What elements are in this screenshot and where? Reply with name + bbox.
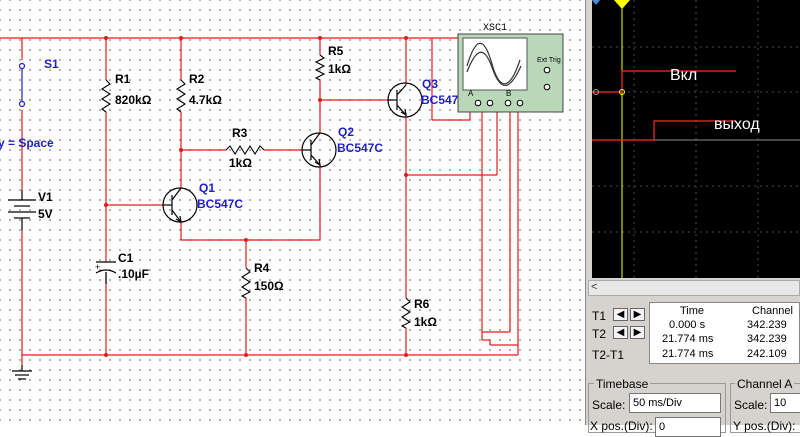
resistor-r1[interactable] [100, 79, 112, 113]
r6-name: R6 [414, 297, 430, 311]
r5-value: 1kΩ [328, 62, 351, 76]
v1-value: 5V [38, 207, 53, 221]
cursor-t2-marker[interactable] [614, 0, 630, 9]
timebase-scale-input[interactable]: 50 ms/Div [629, 393, 721, 413]
q1-model: BC547C [197, 197, 243, 211]
t2-left-arrow-icon[interactable]: ◀ [613, 326, 628, 339]
timebase-scale-label: Scale: [592, 398, 626, 412]
schematic-canvas[interactable]: S1 y = Space V1 5V R1 820kΩ R2 4.7kΩ R3 … [0, 0, 585, 425]
switch-s1[interactable] [18, 62, 26, 108]
cursor-intersection [619, 89, 625, 95]
scope-ext-trig: Ext Trig [537, 57, 561, 64]
col-time-header: Time [680, 305, 705, 317]
switch-key-label: y = Space [0, 136, 54, 150]
battery-v1[interactable] [8, 190, 36, 230]
r4-value: 150Ω [254, 279, 284, 293]
cursor-row-t2-label: T2 [592, 327, 607, 341]
timebase-xpos-label: X pos.(Div): [590, 419, 653, 433]
t1-right-arrow-icon[interactable]: ▶ [630, 308, 645, 321]
cursor-readout-table: Time Channel 0.000 s 342.239 21.774 ms 3… [649, 302, 800, 364]
diff-time: 21.774 ms [662, 348, 714, 360]
cursor-t1-marker[interactable] [592, 0, 600, 5]
r3-value: 1kΩ [229, 156, 252, 170]
channel-a-scale-input[interactable]: 10 [770, 393, 800, 413]
ground-marker-a [593, 89, 599, 95]
channel-a-title: Channel A [735, 377, 795, 391]
resistor-r4[interactable] [240, 267, 252, 299]
resistor-r6[interactable] [400, 297, 412, 329]
scope-channel-b: B [506, 89, 511, 98]
r2-name: R2 [189, 72, 205, 86]
switch-name: S1 [44, 57, 59, 71]
transistor-q1[interactable] [162, 187, 198, 224]
resistor-r5[interactable] [314, 54, 326, 81]
r6-value: 1kΩ [414, 315, 437, 329]
cursor-row-t1-label: T1 [592, 309, 607, 323]
resistor-r2[interactable] [175, 79, 187, 113]
c1-value: .10µF [118, 267, 149, 281]
scope-xsc1[interactable] [457, 33, 564, 113]
v1-name: V1 [38, 190, 53, 204]
timebase-title: Timebase [594, 377, 651, 391]
screen-scrollbar[interactable]: < [588, 280, 800, 296]
r5-name: R5 [328, 44, 344, 58]
r4-name: R4 [254, 261, 270, 275]
timebase-xpos-input[interactable]: 0 [655, 417, 721, 437]
cursor-row-diff-label: T2-T1 [592, 348, 625, 362]
junctions [104, 36, 408, 357]
schematic-svg: S1 y = Space V1 5V R1 820kΩ R2 4.7kΩ R3 … [0, 23, 564, 380]
capacitor-c1[interactable] [95, 261, 117, 284]
scroll-left-arrow-icon[interactable]: < [591, 281, 598, 293]
wires [0, 37, 519, 365]
q3-name: Q3 [422, 77, 438, 91]
ground-symbol [12, 365, 32, 380]
transistor-q2[interactable] [301, 132, 337, 168]
t1-channel: 342.239 [747, 319, 787, 331]
diff-channel: 242.109 [747, 348, 787, 360]
r1-name: R1 [115, 72, 131, 86]
channel-a-ypos-label: Y pos.(Div): [733, 419, 796, 433]
q2-model: BC547C [337, 141, 383, 155]
scope-channel-a: A [468, 89, 474, 98]
t1-time: 0.000 s [669, 319, 706, 331]
trace-channel-a [592, 70, 736, 93]
resistor-r3[interactable] [225, 144, 265, 156]
t1-left-arrow-icon[interactable]: ◀ [613, 308, 628, 321]
col-channel-header: Channel [752, 305, 793, 317]
q1-name: Q1 [199, 181, 215, 195]
transistor-q3[interactable] [387, 82, 423, 118]
t2-time: 21.774 ms [662, 333, 714, 345]
t2-right-arrow-icon[interactable]: ▶ [630, 326, 645, 339]
r3-name: R3 [232, 126, 248, 140]
scope-screen-svg: Вкл выход [592, 0, 800, 278]
trace-channel-b [592, 120, 736, 141]
q2-name: Q2 [338, 125, 354, 139]
r1-value: 820kΩ [115, 93, 152, 107]
screen-label-on: Вкл [670, 67, 697, 84]
q3-model: BC547 [421, 93, 459, 107]
c1-name: C1 [118, 251, 134, 265]
channel-a-scale-label: Scale: [734, 398, 768, 412]
scope-grid [592, 0, 800, 278]
r2-value: 4.7kΩ [189, 93, 222, 107]
screen-label-out: выход [714, 116, 760, 133]
scope-name: XSC1 [483, 23, 507, 34]
scope-screen: Вкл выход [592, 0, 800, 278]
t2-channel: 342.239 [747, 333, 787, 345]
c1-polarity: + [95, 262, 100, 272]
